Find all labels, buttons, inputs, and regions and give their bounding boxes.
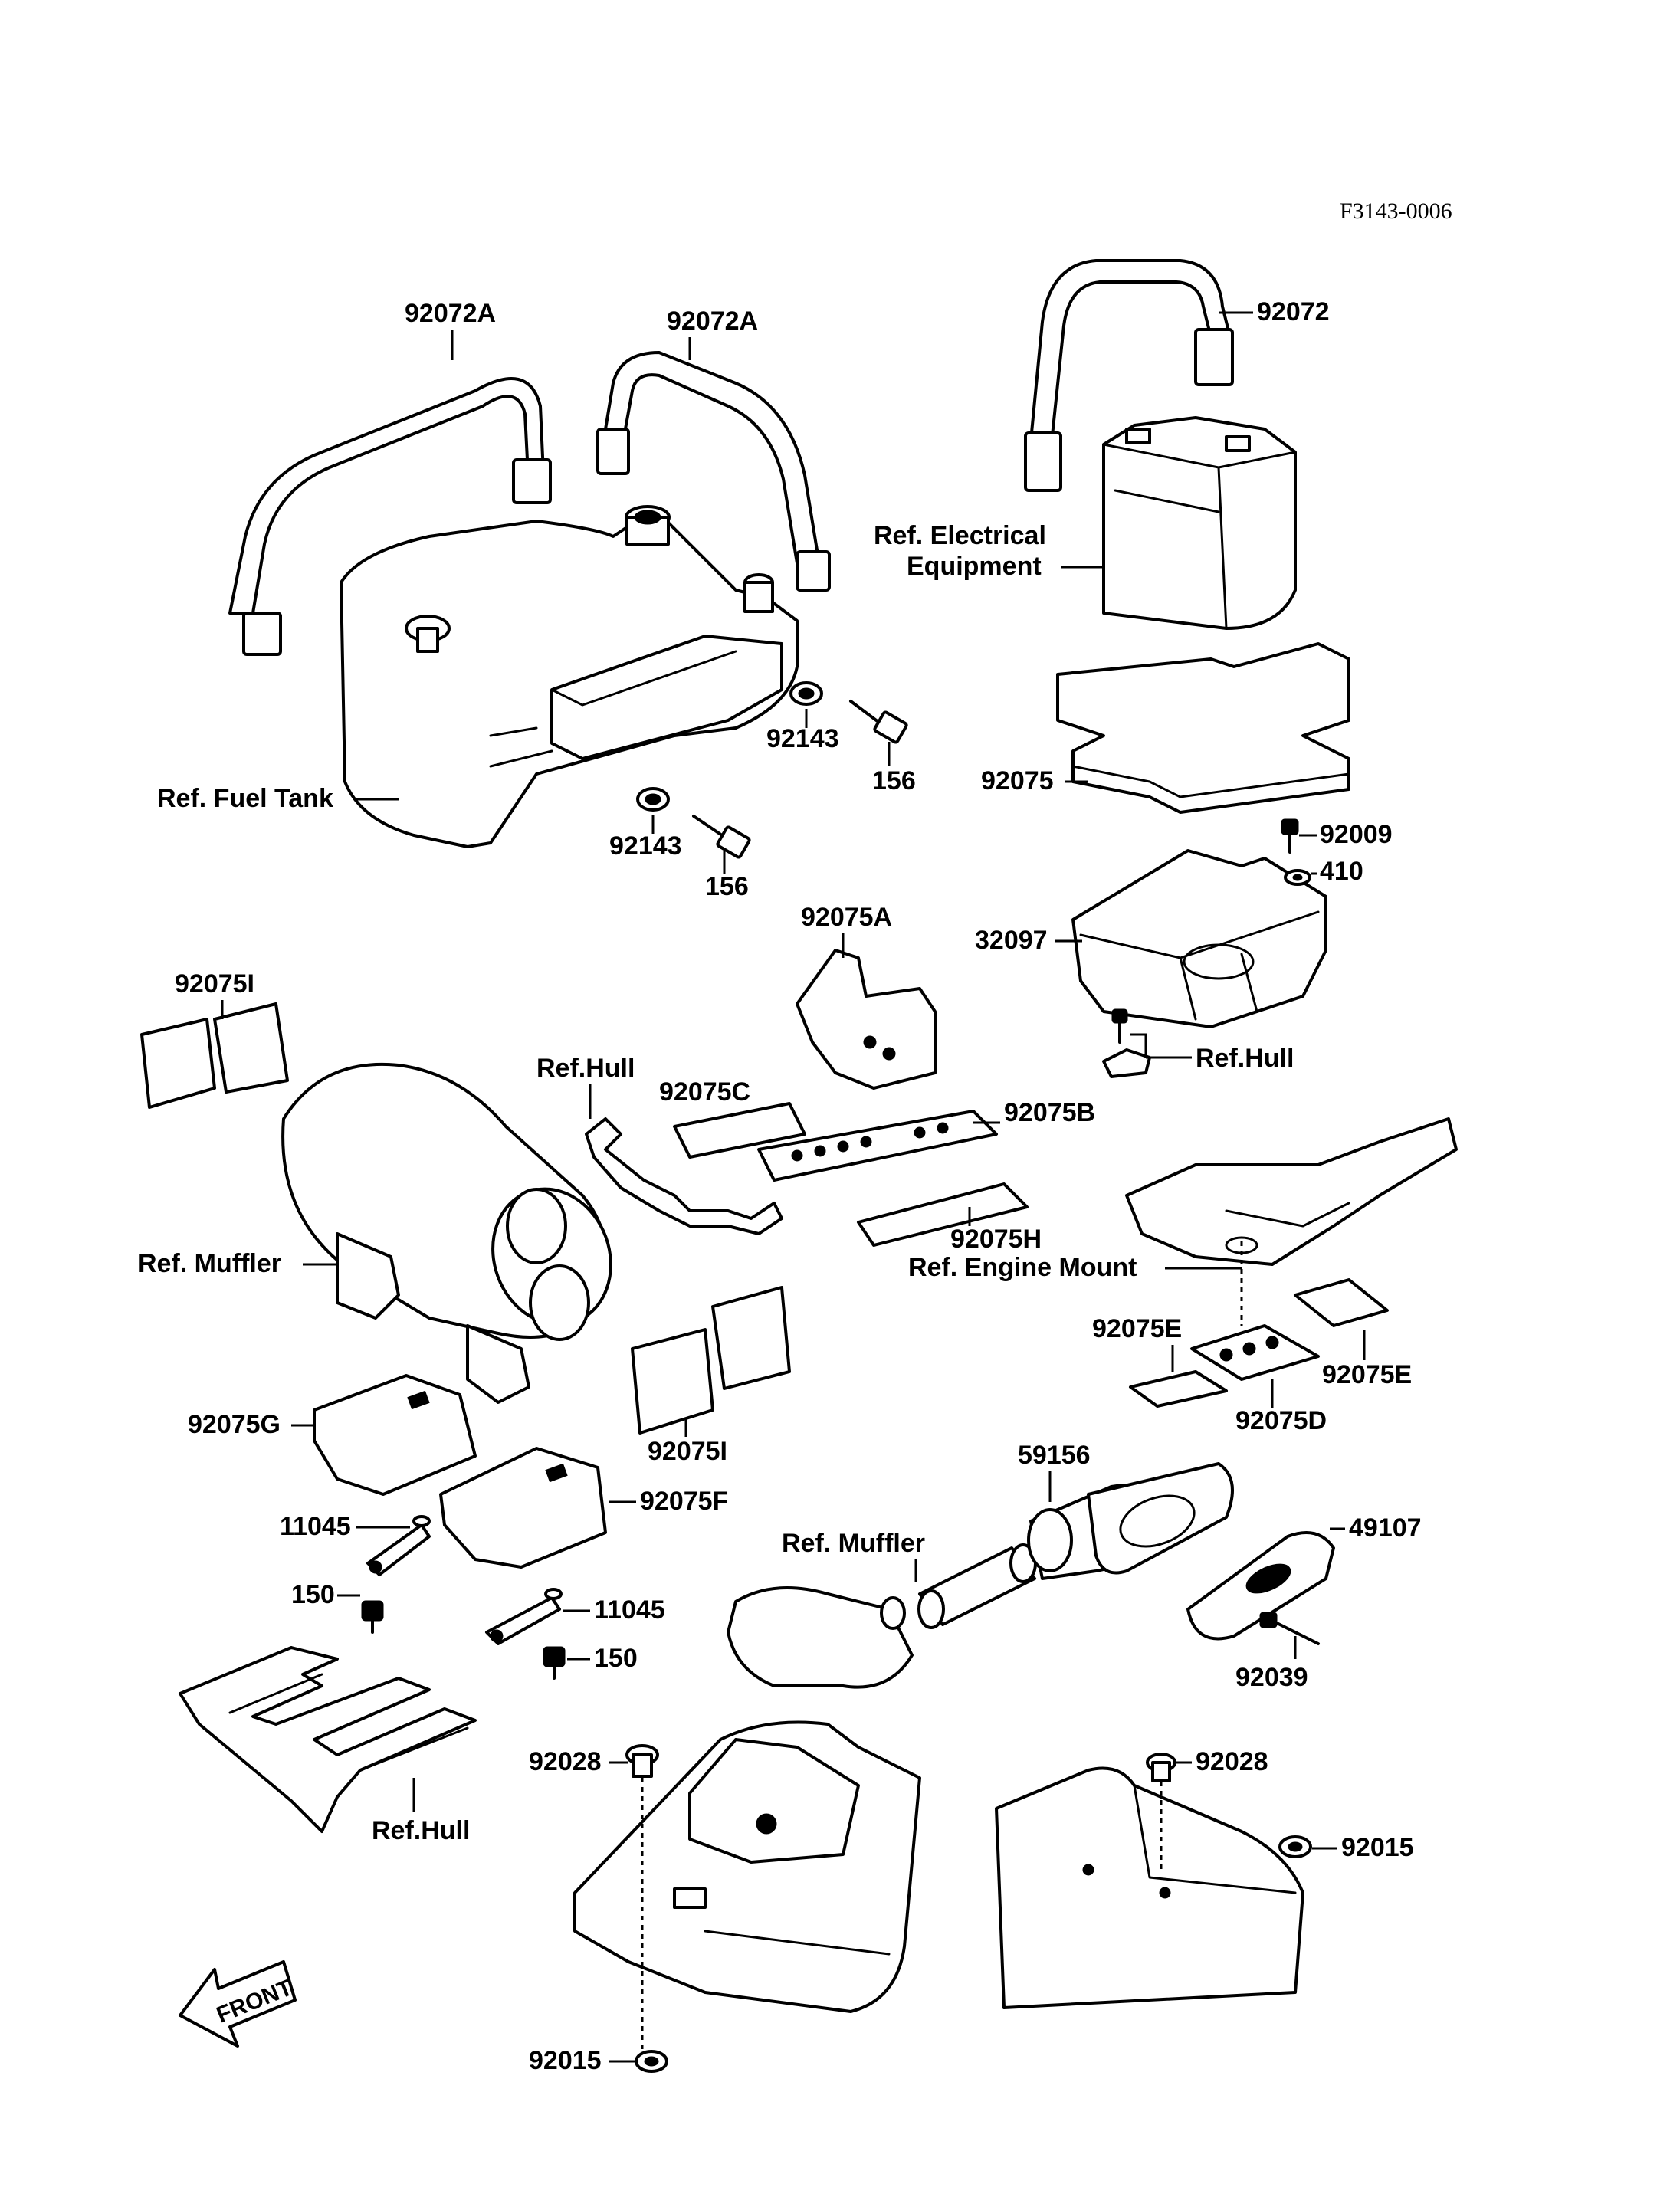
battery-box-32097 <box>1071 849 1327 1028</box>
drawing-code: F3143-0006 <box>1340 198 1452 224</box>
label-92009: 92009 <box>1320 820 1393 849</box>
pad-92075A <box>796 949 937 1090</box>
mount-92075F <box>439 1447 607 1569</box>
label-59156: 59156 <box>1018 1441 1091 1470</box>
label-92075B: 92075B <box>1004 1098 1095 1127</box>
pad-92075I-upper <box>140 1002 289 1109</box>
bolt-156-upper <box>849 700 908 744</box>
label-92075D: 92075D <box>1235 1406 1327 1435</box>
label-11045-lower: 11045 <box>594 1595 665 1625</box>
battery <box>1102 416 1297 630</box>
nut-92015-right <box>1278 1835 1312 1858</box>
label-ref-hull-frame: Ref.Hull <box>372 1816 470 1845</box>
engine-mount <box>1125 1117 1458 1266</box>
bolt-156-lower <box>692 815 751 859</box>
label-92143-upper: 92143 <box>766 724 839 753</box>
hull-right <box>995 1766 1304 2009</box>
fuel-tank-strap-right <box>596 351 831 592</box>
label-ref-fuel-tank: Ref. Fuel Tank <box>157 784 333 813</box>
label-92143-lower: 92143 <box>609 831 682 861</box>
gasket-59156 <box>1087 1462 1234 1575</box>
hull-frame <box>179 1646 477 1833</box>
bolt-150-upper <box>361 1600 384 1634</box>
label-150-upper: 150 <box>291 1580 335 1609</box>
label-92075G: 92075G <box>188 1410 281 1439</box>
bracket-ref-hull <box>585 1117 783 1235</box>
label-92075E-left: 92075E <box>1092 1314 1182 1343</box>
label-92072a-right: 92072A <box>667 307 758 336</box>
label-92075I-upper: 92075I <box>175 969 254 998</box>
label-92028-right: 92028 <box>1196 1747 1268 1776</box>
label-ref-muffler-lower: Ref. Muffler <box>782 1529 925 1558</box>
label-49107: 49107 <box>1349 1513 1422 1543</box>
label-92075F: 92075F <box>640 1487 728 1516</box>
label-156-upper: 156 <box>872 766 916 795</box>
label-92072: 92072 <box>1257 297 1330 326</box>
pad-92075D <box>1190 1324 1320 1381</box>
bolt-92028-left <box>625 1744 659 1778</box>
label-ref-hull-bracket: Ref.Hull <box>536 1054 635 1083</box>
label-32097: 32097 <box>975 926 1048 955</box>
label-92075H: 92075H <box>950 1225 1042 1254</box>
label-ref-hull-box: Ref.Hull <box>1196 1044 1294 1073</box>
screw-ref-hull-box <box>1102 1008 1151 1078</box>
fuel-tank-strap-left <box>228 377 552 656</box>
label-92015-right: 92015 <box>1341 1833 1414 1862</box>
label-92028-left: 92028 <box>529 1747 602 1776</box>
plate-92075B <box>757 1110 998 1182</box>
bolt-92039 <box>1259 1612 1320 1645</box>
battery-strap-92072 <box>1024 259 1234 492</box>
label-92075: 92075 <box>981 766 1054 795</box>
screw-92009 <box>1281 818 1299 854</box>
plate-49107 <box>1186 1531 1335 1641</box>
bolt-150-lower <box>543 1646 566 1680</box>
label-410: 410 <box>1320 857 1363 886</box>
nut-92015-left <box>635 2050 668 2073</box>
label-92075C: 92075C <box>659 1077 750 1107</box>
label-150-lower: 150 <box>594 1644 638 1673</box>
pad-92075E-left <box>1129 1370 1228 1408</box>
label-11045-upper: 11045 <box>280 1512 351 1541</box>
label-ref-muffler-upper: Ref. Muffler <box>138 1249 281 1278</box>
pad-92075C <box>673 1102 806 1159</box>
pad-92075H <box>857 1182 1029 1247</box>
label-ref-electrical-2: Equipment <box>907 552 1042 581</box>
label-92075I-lower: 92075I <box>648 1437 727 1466</box>
plate-11045-lower <box>485 1588 563 1645</box>
plate-11045-upper <box>366 1515 431 1576</box>
label-92072a-left: 92072A <box>405 299 496 328</box>
pad-92075I-lower <box>631 1286 791 1435</box>
label-92015-left: 92015 <box>529 2046 602 2075</box>
label-92039: 92039 <box>1235 1663 1308 1692</box>
label-92075A: 92075A <box>801 903 892 932</box>
label-ref-engine-mount: Ref. Engine Mount <box>908 1253 1137 1282</box>
battery-pad-92075 <box>1056 642 1350 814</box>
washer-410 <box>1284 869 1311 886</box>
fuel-tank <box>340 505 799 848</box>
label-ref-electrical: Ref. Electrical <box>874 521 1046 550</box>
grommet-92143-upper <box>789 681 823 706</box>
grommet-92143-lower <box>636 787 670 812</box>
label-92075E-right: 92075E <box>1322 1360 1412 1389</box>
mount-92075G <box>313 1374 477 1496</box>
pad-92075E-right <box>1294 1278 1389 1327</box>
hull-left <box>573 1720 921 2013</box>
muffler <box>281 1062 612 1404</box>
bolt-92028-right <box>1146 1753 1176 1782</box>
label-156-lower: 156 <box>705 872 749 901</box>
front-arrow-icon: FRONT <box>179 1960 297 2048</box>
